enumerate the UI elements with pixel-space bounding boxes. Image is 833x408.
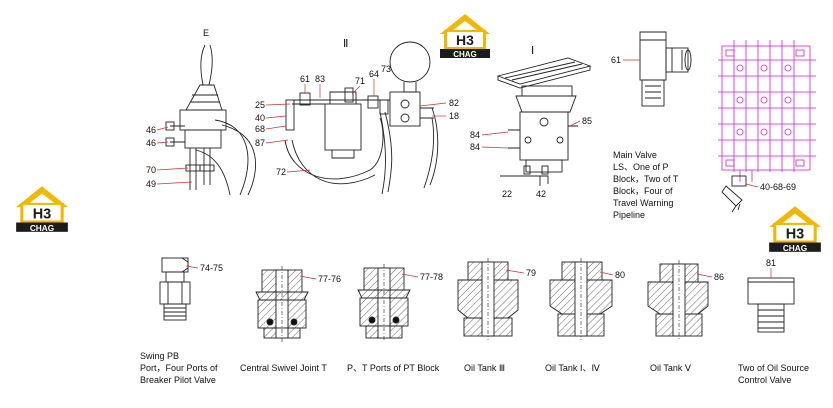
callout-42: 42 xyxy=(536,189,546,199)
callout-79: 79 xyxy=(526,268,536,278)
fitting-86 xyxy=(647,260,709,340)
caption-oil-source-line-1: Two of Oil Source xyxy=(738,363,809,373)
travel-valve-callouts: 84 84 85 22 42 xyxy=(470,116,592,199)
callout-72: 72 xyxy=(276,167,286,177)
callout-84-lower: 84 xyxy=(470,142,480,152)
callout-77-78: 77-78 xyxy=(420,272,443,282)
fitting-79 xyxy=(457,258,519,340)
section-label-e: E xyxy=(203,28,209,38)
callout-82: 82 xyxy=(449,98,459,108)
main-valve-caption: Main Valve LS、One of P Block，Two of T Bl… xyxy=(613,150,679,220)
callout-77-76: 77-76 xyxy=(318,274,341,284)
logo-left-letters: H3 xyxy=(33,206,52,222)
callout-74-75: 74-75 xyxy=(200,263,223,273)
main-valve-caption-line-5: Travel Warning xyxy=(613,198,673,208)
fitting-77-78 xyxy=(357,264,411,342)
logo-top-letters: H3 xyxy=(456,32,474,48)
callout-46-upper: 46 xyxy=(146,125,156,135)
caption-oil-tank-i-iv: Oil Tank Ⅰ、Ⅳ xyxy=(545,363,601,373)
caption-oil-tank-iii: Oil Tank Ⅲ xyxy=(464,363,505,373)
bottom-captions: Swing PB Port，Four Ports of Breaker Pilo… xyxy=(140,351,809,385)
callout-22: 22 xyxy=(502,189,512,199)
callout-49: 49 xyxy=(146,179,156,189)
logo-left-wordmark: CHAG xyxy=(30,224,54,233)
pilot-filter-callouts: 61 83 71 64 73 25 40 68 87 82 18 72 xyxy=(255,64,459,177)
callout-68-filter: 68 xyxy=(255,124,265,134)
fitting-81 xyxy=(747,277,795,333)
caption-swing-line-1: Swing PB xyxy=(140,351,179,361)
main-valve-caption-line-1: Main Valve xyxy=(613,150,657,160)
brand-logo-left: H3 CHAG xyxy=(12,180,72,234)
callout-61-filter: 61 xyxy=(300,74,310,84)
caption-swing-line-3: Breaker Pilot Valve xyxy=(140,375,216,385)
callout-25: 25 xyxy=(255,100,265,110)
caption-swivel-joint: Central Swivel Joint T xyxy=(240,363,327,373)
main-control-valve xyxy=(718,40,816,182)
callout-85: 85 xyxy=(582,116,592,126)
fitting-80 xyxy=(549,258,613,340)
callout-70: 70 xyxy=(146,165,156,175)
callout-40-filter: 40 xyxy=(255,113,265,123)
callout-40-68-69: 40-68-69 xyxy=(760,182,796,192)
logo-right-wordmark: CHAG xyxy=(783,244,807,253)
caption-pt-block: P、T Ports of PT Block xyxy=(347,363,440,373)
main-valve-caption-line-3: Block，Two of T xyxy=(613,174,679,184)
callout-81: 81 xyxy=(766,258,776,268)
caption-oil-source-line-2: Control Valve xyxy=(738,375,791,385)
callout-86: 86 xyxy=(714,272,724,282)
callout-84-upper: 84 xyxy=(470,130,480,140)
main-valve-fitting xyxy=(721,175,747,213)
callout-46-lower: 46 xyxy=(146,138,156,148)
brand-logo-right: H3 CHAG xyxy=(765,200,825,254)
callout-83: 83 xyxy=(315,74,325,84)
joystick-callouts: 46 46 70 49 xyxy=(146,125,193,189)
travel-pedal-valve: Ⅰ xyxy=(496,45,592,186)
callout-87: 87 xyxy=(255,138,265,148)
callout-73: 73 xyxy=(381,64,391,74)
main-valve-caption-line-6: Pipeline xyxy=(613,210,645,220)
callout-64: 64 xyxy=(369,69,379,79)
brand-logo-left-icon: H3 CHAG xyxy=(16,186,68,233)
main-valve-caption-line-2: LS、One of P xyxy=(613,162,669,172)
section-label-ii: Ⅱ xyxy=(343,38,348,50)
callout-18: 18 xyxy=(449,111,459,121)
callout-61-tee: 61 xyxy=(611,55,621,65)
caption-swing-line-2: Port，Four Ports of xyxy=(140,363,218,373)
tee-fitting-61 xyxy=(639,31,692,107)
logo-right-letters: H3 xyxy=(786,226,805,242)
joystick-assembly: E xyxy=(165,28,257,196)
caption-oil-tank-v: Oil Tank Ⅴ xyxy=(650,363,692,373)
section-label-i: Ⅰ xyxy=(531,45,534,57)
callout-71: 71 xyxy=(355,76,365,86)
fitting-77-76 xyxy=(255,266,309,342)
brand-logo-top-icon: H3 CHAG xyxy=(440,14,490,58)
fitting-74-75 xyxy=(159,257,191,321)
logo-top-wordmark: CHAG xyxy=(453,50,477,58)
callout-80: 80 xyxy=(615,270,625,280)
brand-logo-right-icon: H3 CHAG xyxy=(769,206,821,253)
brand-logo-top: H3 CHAG xyxy=(436,10,494,58)
main-valve-caption-line-4: Block，Four of xyxy=(613,186,673,196)
pilot-filter-assembly: Ⅱ xyxy=(284,38,439,195)
